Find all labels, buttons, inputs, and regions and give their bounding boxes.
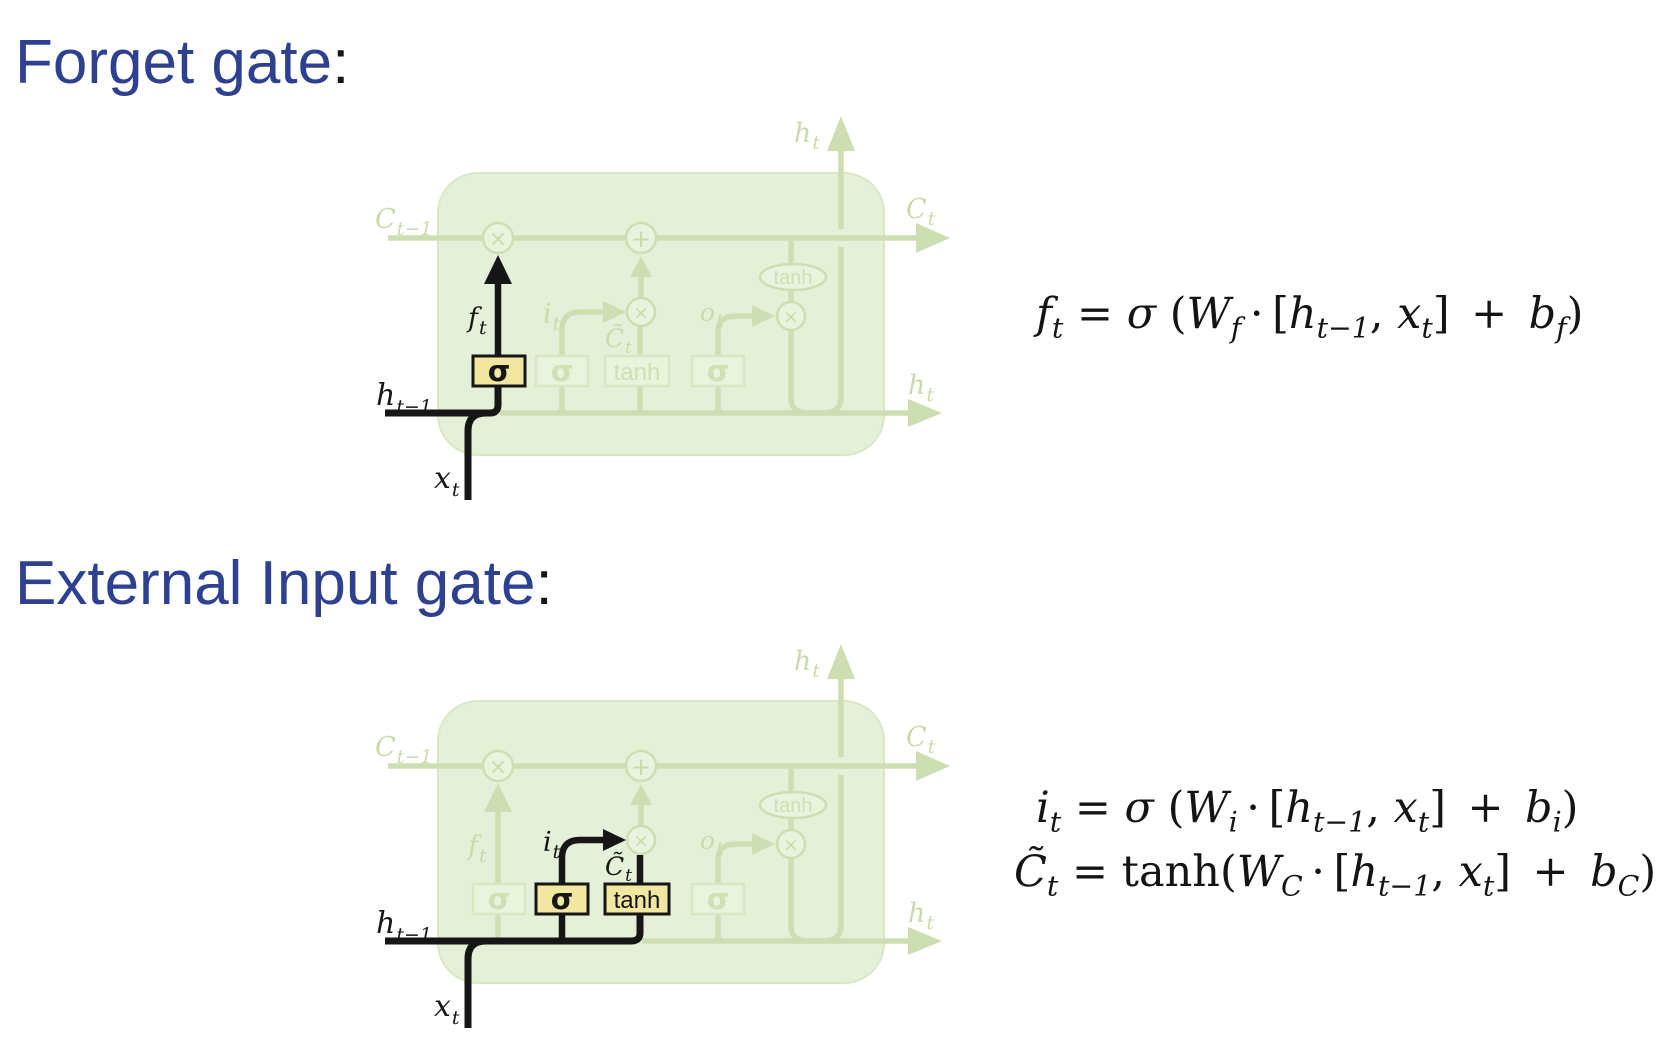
input-times-circle [625,824,657,856]
output-times-circle [775,300,807,332]
x-input-label: xt [434,989,460,1029]
times-icon: × [783,306,799,328]
input-sigma-box [534,882,590,916]
plus-circle [624,749,658,783]
h-right-label: ht [908,898,934,934]
lstm-diagram-forget-svg: × + tanh × × σ σ tanh σ Ct−1 Ct [375,116,950,501]
output-gate-arrowhead [752,305,775,327]
o-gate-label: ot [700,298,724,332]
h-right-label: ht [908,370,934,406]
forget-gate-arrowhead-faded [484,783,512,812]
lstm-diagram-forget-gate: × + tanh × × σ σ tanh σ Ct−1 Ct [300,100,960,510]
x-input-line-black [464,409,487,500]
h-prev-label: ht−1 [376,906,432,946]
input-gate-path [559,309,603,356]
equation-input-gate: it = σ (Wi · [ht−1, xt] + bi) [1036,783,1579,839]
o-gate-label: ot [700,826,724,860]
tanh-oval-label: tanh [774,795,813,817]
output-gate-path [715,841,752,884]
heading-colon: : [535,549,553,618]
input-sigma-box [534,354,590,388]
forget-sigma-box [471,882,527,916]
cell-state-arrowhead [916,223,950,253]
heading-colon: : [332,28,350,97]
times-icon: × [489,755,507,780]
lstm-diagram-input-gate: × + tanh × × σ σ tanh σ [300,628,960,1038]
sigma-label: σ [551,354,574,388]
output-sigma-box [690,354,746,388]
x-input-label: xt [434,461,460,501]
hidden-top-arrowhead [827,644,855,679]
forget-gate-arrowhead [484,255,512,284]
equation-candidate-cell: C̃t = tanh(WC · [ht−1, xt] + bC) [1014,847,1657,903]
section-heading-forget-gate: Forget gate: [15,27,349,98]
h-top-label: ht [794,646,820,682]
c-prev-label: Ct−1 [375,204,432,240]
times-icon: × [489,227,507,252]
forget-times-circle [481,221,515,255]
input-gate-arrowhead [603,301,626,323]
hidden-top-arrowhead [827,116,855,151]
tanh-oval [758,790,828,820]
input-times-circle [625,296,657,328]
forget-sigma-box [471,354,527,388]
tanh-oval [758,262,828,292]
c-tilde-label: C̃t [605,324,632,358]
plus-icon: + [631,225,651,253]
times2-to-plus-arrowhead [630,784,652,805]
section-heading-external-input-gate: External Input gate: [15,548,553,619]
sigma-label: σ [707,354,730,388]
hidden-prev-line-black [385,914,644,945]
candidate-tanh-box [603,354,671,388]
c-out-label: Ct [906,194,936,230]
tanh-label: tanh [614,887,661,914]
output-sigma-box [690,882,746,916]
output-times-circle [775,828,807,860]
tanh-oval-label: tanh [774,267,813,289]
output-gate-path [715,313,752,356]
heading-text: External Input gate [15,549,536,618]
gate-stubs-faded [495,914,721,941]
plus-icon: + [631,753,651,781]
c-tilde-label: C̃t [605,852,632,886]
candidate-tanh-box [603,882,671,916]
sigma-label: σ [551,882,574,916]
input-gate-path-black [558,836,603,884]
c-prev-label: Ct−1 [375,732,432,768]
times-icon: × [633,830,649,852]
times-icon: × [783,834,799,856]
lstm-diagram-input-svg: × + tanh × × σ σ tanh σ [375,644,950,1029]
heading-text: Forget gate [15,28,333,97]
hidden-prev-line-black [385,386,502,417]
sigma-label: σ [707,882,730,916]
output-gate-arrowhead [752,833,775,855]
x-input-line-black [464,937,487,1028]
times2-to-plus-arrowhead [630,256,652,277]
gate-stubs-faded [559,386,721,413]
hidden-right-arrowhead [908,399,942,427]
sigma-label: σ [488,354,511,388]
tanh-label: tanh [614,359,661,386]
i-gate-label: it [543,299,561,335]
forget-times-circle [481,749,515,783]
input-gate-arrowhead-black [603,829,626,851]
hidden-right-arrowhead [908,927,942,955]
c-out-label: Ct [906,722,936,758]
i-gate-label: it [543,827,561,863]
h-top-label: ht [794,118,820,154]
equation-forget-gate: ft = σ (Wf · [ht−1, xt] + bf) [1036,289,1584,345]
sigma-label: σ [488,882,511,916]
plus-circle [624,221,658,255]
h-prev-label: ht−1 [376,378,432,418]
cell-state-arrowhead [916,751,950,781]
times-icon: × [633,302,649,324]
